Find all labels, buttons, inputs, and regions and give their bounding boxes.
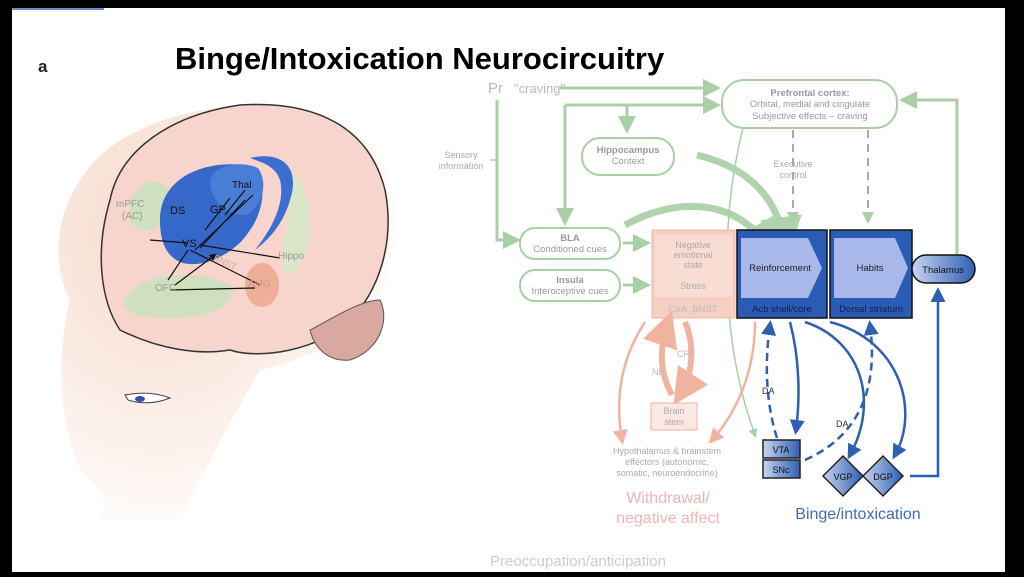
pfc-line3: Subjective effects – craving <box>752 111 867 122</box>
reinforcement-label: Reinforcement <box>749 263 811 274</box>
pfc-title: Prefrontal cortex: <box>770 88 849 99</box>
insula-node <box>519 269 621 302</box>
dgp-label: DGP <box>873 472 893 482</box>
brain-illustration: mPFC (AC) DS GP Thal VS Hippo OFC AMG BN… <box>58 103 395 520</box>
eye-iris <box>135 396 145 402</box>
da-label-2: DA <box>836 419 849 429</box>
snc-node <box>762 459 801 479</box>
bla-title: BLA <box>560 233 580 244</box>
executive-line2: control <box>779 170 806 180</box>
behind-title-text: Pr <box>488 80 503 97</box>
bla-node <box>519 227 621 260</box>
negative-region: CeA, BNST <box>668 304 717 315</box>
craving-label: "craving" <box>514 81 566 96</box>
da-label-1: DA <box>762 386 775 396</box>
hippocampus-region <box>282 170 311 275</box>
ne-label: NE <box>652 367 665 377</box>
hippocampus-sub: Context <box>612 156 645 167</box>
ofc-region <box>123 275 232 319</box>
brainstem-node <box>650 402 698 431</box>
brainstem-line2: stem <box>664 417 684 427</box>
slide-title: Binge/Intoxication Neurocircuitry <box>175 41 665 76</box>
sensory-line2: information <box>439 161 484 171</box>
label-gp: GP <box>210 204 226 216</box>
reinforcement-region: Acb shell/core <box>752 304 812 315</box>
hypothalamus-line1: Hypothalamus & brainstem <box>613 446 721 456</box>
withdrawal-line2: negative affect <box>616 510 720 527</box>
habits-label: Habits <box>857 263 884 274</box>
label-thal: Thal <box>232 180 251 191</box>
executive-line1: Executive <box>773 159 812 169</box>
negative-line2: emotional <box>673 250 712 260</box>
binge-label: Binge/intoxication <box>795 506 920 523</box>
vta-node <box>762 439 801 459</box>
label-ac: (AC) <box>122 211 143 222</box>
vgp-node <box>821 454 865 498</box>
label-mpfc: mPFC <box>116 199 144 210</box>
bottom-cutoff-text: Preoccupation/anticipation <box>490 553 666 570</box>
amg-region <box>245 263 279 307</box>
pfc-node <box>721 79 898 129</box>
hypothalamus-line2: effectors (autonomic, <box>625 457 709 467</box>
label-ds: DS <box>170 205 185 217</box>
caudate-tail <box>250 156 294 250</box>
sensory-line1: Sensory <box>444 150 478 160</box>
snc-label: SNc <box>772 465 790 475</box>
hypothalamus-line3: somatic, neuroendocrine) <box>616 468 718 478</box>
insula-title: Insula <box>556 275 584 286</box>
pfc-line2: Orbital, medial and cingulate <box>750 99 870 110</box>
negative-stress: Stress <box>680 281 706 291</box>
label-amg: AMG <box>248 279 271 290</box>
habits-arrow-shape <box>834 238 908 298</box>
hippocampus-node <box>581 137 675 176</box>
panel-letter: a <box>38 57 48 76</box>
thalamus-label: Thalamus <box>922 265 964 276</box>
brainstem-line1: Brain <box>663 406 684 416</box>
cerebellum <box>309 299 385 361</box>
vta-label: VTA <box>773 445 790 455</box>
label-hippo: Hippo <box>278 251 305 262</box>
label-ofc: OFC <box>155 283 176 294</box>
label-vs: VS <box>182 238 197 250</box>
negative-line1: Negative <box>675 240 711 250</box>
negative-state-inner <box>655 235 732 297</box>
insula-sub: Interoceptive cues <box>531 286 608 297</box>
negative-line3: state <box>683 260 703 270</box>
habits-region: Dorsal striatum <box>839 304 903 315</box>
hippocampus-title: Hippocampus <box>597 145 660 156</box>
bla-sub: Conditioned cues <box>533 244 607 255</box>
crf-label: CRF <box>677 349 696 359</box>
reinforcement-arrow-shape <box>741 238 822 298</box>
vgp-label: VGP <box>833 472 852 482</box>
withdrawal-line1: Withdrawal/ <box>626 490 710 507</box>
dgp-node <box>861 454 905 498</box>
thalamus-node <box>911 254 976 284</box>
thalamus-region <box>210 164 264 215</box>
